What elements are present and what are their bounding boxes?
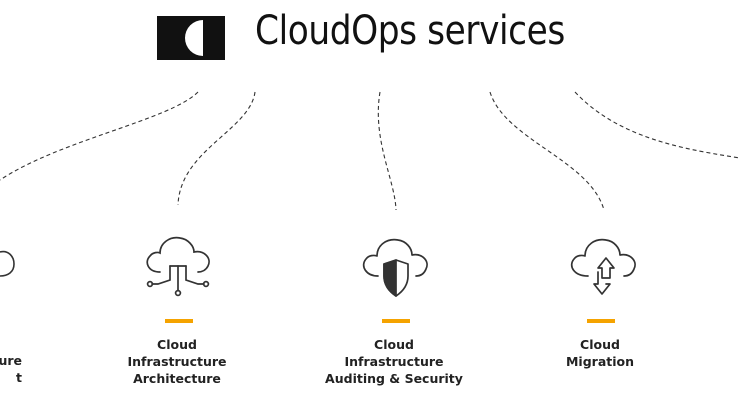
cloud-circuit-icon xyxy=(146,236,210,297)
connector-line-5 xyxy=(574,91,740,159)
page-title: CloudOps services xyxy=(255,8,565,54)
cloud-upload-download-icon xyxy=(570,238,636,295)
accent-dash xyxy=(587,319,615,323)
cloud-partial-icon xyxy=(0,250,15,277)
service-label-auditing-security: Cloud Infrastructure Auditing & Security xyxy=(325,337,463,386)
service-label-partial: ure t xyxy=(0,353,22,385)
accent-dash xyxy=(165,319,193,323)
cloud-shield-icon xyxy=(362,238,428,297)
half-moon-logo-icon xyxy=(157,16,225,60)
service-label-migration: Cloud Migration xyxy=(565,337,635,369)
connector-line-2 xyxy=(177,91,256,206)
accent-dash xyxy=(382,319,410,323)
connector-line-3 xyxy=(377,91,397,211)
connector-line-4 xyxy=(489,91,605,211)
connector-line-1 xyxy=(0,91,199,181)
service-label-architecture: Cloud Infrastructure Architecture xyxy=(127,337,227,386)
